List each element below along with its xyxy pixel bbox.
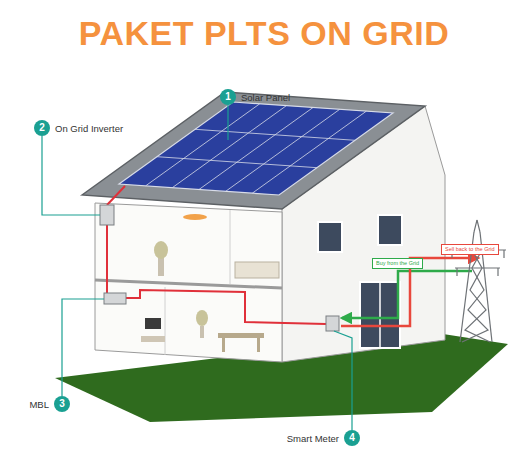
leader-line <box>334 331 352 430</box>
callout: 2 On Grid Inverter <box>34 120 128 136</box>
part-name: Smart Meter <box>287 433 339 444</box>
flow-label: Sell back to the Grid <box>441 244 499 255</box>
interior-wall <box>230 210 231 284</box>
callout: MBL 3 <box>24 396 70 412</box>
tv <box>145 318 161 329</box>
leader-line <box>62 299 104 396</box>
interior-wall <box>165 287 166 355</box>
plant-pot <box>200 326 204 338</box>
part-name: Solar Panel <box>241 92 290 103</box>
pylon-brace <box>462 250 488 342</box>
roof <box>82 92 425 209</box>
table-leg <box>222 338 225 352</box>
callout: 1 Solar Panel <box>220 89 295 105</box>
ceiling-lamp <box>183 214 207 220</box>
part-name: MBL <box>29 399 49 410</box>
dc-wire <box>107 186 125 205</box>
panel-grid-line <box>226 109 340 191</box>
flow-label: Buy from the Grid <box>372 258 423 269</box>
window <box>318 222 342 252</box>
callout: Smart Meter 4 <box>282 430 360 446</box>
flow-tag: Sell back to the Grid <box>441 244 499 255</box>
panel-grid-line <box>146 104 260 186</box>
panel-grid <box>146 104 367 193</box>
floor-slab <box>95 280 282 288</box>
panel-grid-line <box>252 111 366 193</box>
insulator <box>497 268 498 276</box>
pylon-arm <box>455 267 500 268</box>
panel-grid-line <box>195 129 355 140</box>
sell-flow-arrow <box>341 258 478 326</box>
glass-door <box>360 282 400 348</box>
insulator <box>503 250 504 258</box>
door-frame <box>379 282 381 348</box>
leader-line <box>227 105 228 140</box>
smart-meter-unit <box>326 316 339 331</box>
callout-number: 2 <box>34 120 50 136</box>
power-pylon <box>450 220 506 342</box>
window <box>378 215 402 245</box>
panel-grid-line <box>157 157 317 168</box>
part-name: On Grid Inverter <box>55 123 123 134</box>
inverter-unit <box>100 205 114 225</box>
pylon-peak <box>477 220 480 232</box>
ac-wire <box>106 224 108 293</box>
callout-number: 4 <box>344 430 360 446</box>
callout-number: 3 <box>54 396 70 412</box>
insulator <box>456 268 457 276</box>
mbl-panel <box>104 293 126 304</box>
buy-flow-arrow <box>342 271 472 318</box>
tv-cabinet <box>141 336 165 342</box>
pylon-peak <box>474 220 477 232</box>
dining-table <box>218 333 264 338</box>
leader-line <box>42 136 100 215</box>
leader-lines <box>42 105 352 430</box>
bed <box>235 262 279 278</box>
diagram-title: PAKET PLTS ON GRID <box>0 14 528 53</box>
table-leg <box>257 338 260 352</box>
front-wall <box>95 203 282 362</box>
callout-number: 1 <box>220 89 236 105</box>
panel-grid-line <box>199 108 313 190</box>
flow-tag: Buy from the Grid <box>372 258 423 269</box>
plant <box>154 241 168 259</box>
ac-wire <box>126 290 326 324</box>
panel-grid-line <box>172 106 286 188</box>
plant <box>196 310 208 326</box>
solar-panel-array <box>119 102 393 195</box>
